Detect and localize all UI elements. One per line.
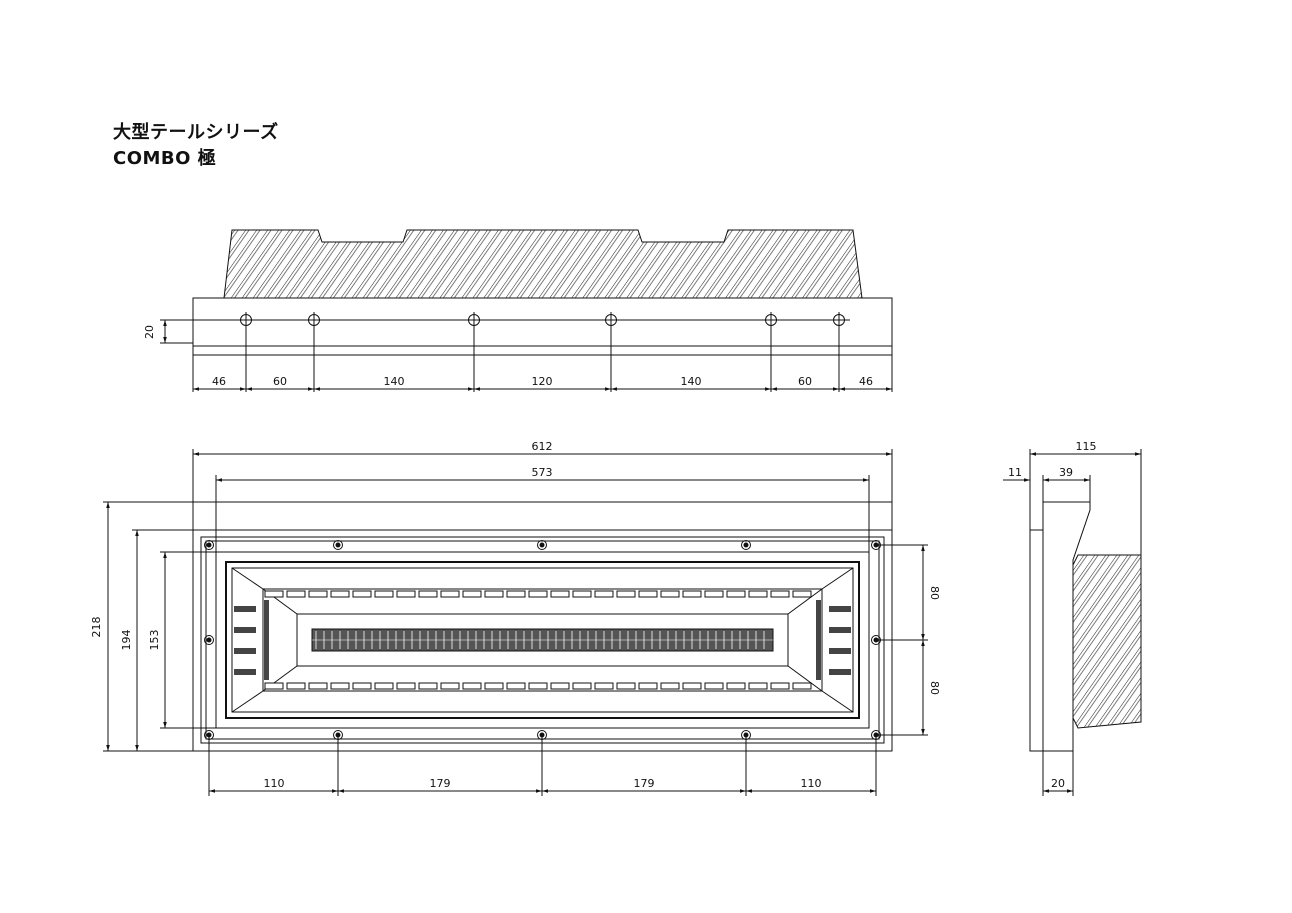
top-dim-5: 140 — [681, 375, 702, 388]
title-line-2: COMBO 極 — [113, 148, 217, 169]
top-dim-7: 46 — [859, 375, 873, 388]
height-inner-dim: 153 — [148, 630, 161, 651]
width-inner-dim: 573 — [532, 466, 553, 479]
depth-total-dim: 115 — [1076, 440, 1097, 453]
width-outer-dim: 612 — [532, 440, 553, 453]
top-view — [160, 229, 893, 392]
right-dim-lower: 80 — [928, 681, 941, 695]
bottom-dim-2: 179 — [430, 777, 451, 790]
lens-side-hatched — [1072, 554, 1142, 729]
top-dim-4: 120 — [532, 375, 553, 388]
top-dim-6: 60 — [798, 375, 812, 388]
base-dim: 20 — [1051, 777, 1065, 790]
bottom-dim-4: 110 — [801, 777, 822, 790]
front-view — [103, 449, 928, 796]
bottom-dim-1: 110 — [264, 777, 285, 790]
led-row-bottom — [264, 682, 812, 690]
top-dim-3: 140 — [384, 375, 405, 388]
flange-dim: 11 — [1008, 466, 1022, 479]
right-dim-upper: 80 — [928, 586, 941, 600]
top-dim-1: 46 — [212, 375, 226, 388]
led-cluster-left — [234, 600, 269, 680]
height-outer-dim: 218 — [90, 617, 103, 638]
housing-top — [192, 297, 893, 347]
title-line-1: 大型テールシリーズ — [113, 122, 279, 143]
led-cluster-right — [816, 600, 851, 680]
top-dim-2: 60 — [273, 375, 287, 388]
top-height-dim: 20 — [143, 325, 156, 339]
bottom-dim-3: 179 — [634, 777, 655, 790]
height-mid-dim: 194 — [120, 630, 133, 651]
mount-holes-top — [240, 312, 845, 328]
led-row-top — [264, 590, 812, 598]
body-dim: 39 — [1059, 466, 1073, 479]
side-view — [1003, 449, 1142, 796]
lens-profile-hatched — [223, 229, 863, 299]
